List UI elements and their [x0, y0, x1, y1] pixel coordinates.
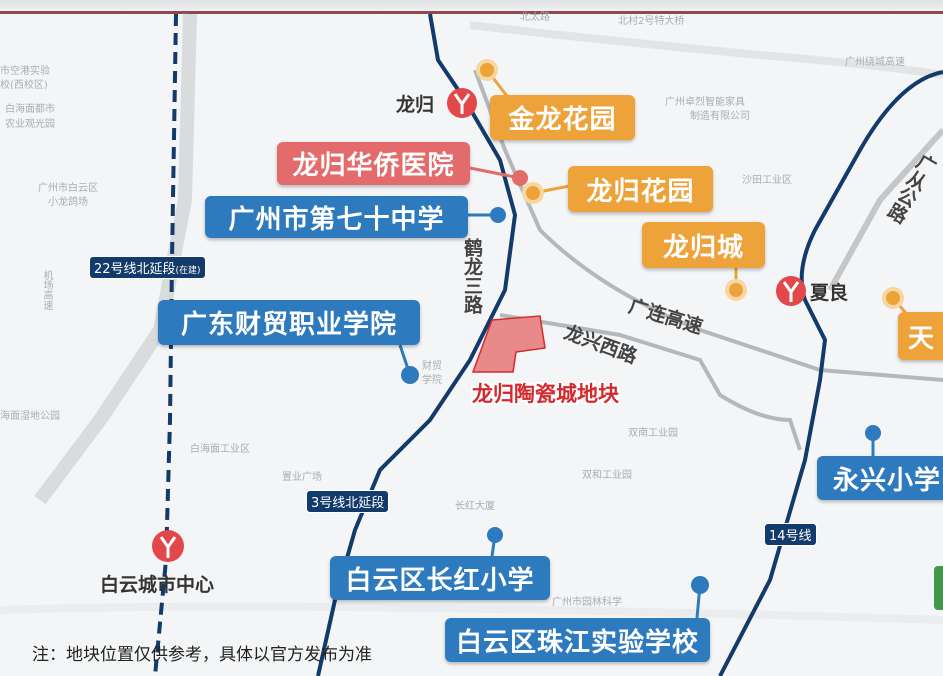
line-badge: 22号线北延段(在建) — [89, 256, 206, 279]
poi-label: 农业观光园 — [5, 119, 55, 130]
poi-label: 长红大厦 — [455, 501, 495, 512]
residential-pin-icon — [522, 182, 544, 204]
line-22-extension — [153, 13, 178, 676]
road-lower — [0, 602, 943, 624]
line-badge: 3号线北延段 — [306, 490, 390, 513]
hospital-pin-icon — [512, 170, 528, 186]
line-badge: 14号线 — [764, 523, 817, 546]
line-14 — [718, 70, 943, 676]
poi-label: 广州绕城高速 — [845, 57, 905, 68]
poi-label: 北太路 — [520, 12, 550, 23]
poi-label: 校(西校区) — [0, 80, 48, 91]
residential-tag[interactable]: 龙归城 — [642, 222, 765, 268]
residential-pin-icon — [882, 287, 904, 309]
poi-label: 沙田工业区 — [742, 175, 792, 186]
poi-label: 制造有限公司 — [690, 111, 750, 122]
school-tag[interactable]: 白云区珠江实验学校 — [445, 618, 710, 662]
poi-label: 双和工业园 — [582, 470, 632, 481]
poi-label: 学院 — [422, 375, 442, 386]
poi-label: 机场高速 — [41, 270, 52, 310]
pin-line — [469, 166, 521, 180]
poi-label: 置业广场 — [282, 472, 322, 483]
residential-tag[interactable]: 金龙花园 — [490, 95, 635, 140]
line-status: (在建) — [175, 266, 201, 276]
school-tag[interactable]: 广东财贸职业学院 — [158, 300, 420, 345]
poi-label: 财贸 — [422, 361, 442, 372]
residential-tag[interactable]: 天 — [898, 312, 943, 360]
top-bar — [0, 0, 943, 11]
school-tag[interactable]: 永兴小学 — [817, 456, 943, 500]
residential-pin-icon — [725, 279, 747, 301]
poi-label: 小龙鸽场 — [48, 197, 88, 208]
road-longxing — [499, 313, 802, 451]
school-pin-icon — [487, 527, 503, 543]
poi-label: 市空港实验 — [0, 66, 50, 77]
plot-label: 龙归陶瓷城地块 — [472, 382, 619, 406]
school-pin-icon — [490, 207, 506, 223]
poi-label: 海面湿地公园 — [0, 411, 60, 422]
green-tag — [934, 566, 943, 610]
school-pin-icon — [865, 425, 881, 441]
poi-label: 白海面工业区 — [190, 444, 250, 455]
school-tag[interactable]: 广州市第七十中学 — [205, 196, 468, 238]
metro-station-name: 龙归 — [396, 94, 435, 116]
school-tag[interactable]: 白云区长红小学 — [330, 556, 550, 600]
road-label: 鹤龙三路 — [461, 238, 483, 314]
poi-label: 广州市白云区 — [38, 183, 98, 194]
metro-icon — [152, 530, 184, 562]
poi-label: 北村2号特大桥 — [618, 16, 685, 27]
metro-icon — [776, 276, 806, 306]
poi-label: 广州卓烈智能家具 — [665, 97, 745, 108]
ring-expressway — [469, 21, 943, 79]
top-divider — [0, 11, 943, 14]
line-name: 22号线北延段 — [94, 262, 176, 277]
school-pin-icon — [691, 576, 709, 594]
poi-label: 双南工业园 — [628, 428, 678, 439]
school-pin-icon — [401, 366, 419, 384]
plot-area — [471, 315, 546, 373]
poi-label: 广州市园林科学 — [552, 597, 622, 608]
road-guangcong — [827, 127, 943, 292]
residential-tag[interactable]: 龙归花园 — [568, 166, 713, 212]
disclaimer-note: 注：地块位置仅供参考，具体以官方发布为准 — [32, 645, 372, 665]
hospital-tag[interactable]: 龙归华侨医院 — [277, 142, 470, 185]
metro-icon — [447, 88, 477, 118]
road-guanglian — [473, 69, 943, 382]
metro-station-name: 夏良 — [810, 282, 849, 304]
metro-station-name: 白云城市中心 — [100, 574, 215, 596]
pin-dots — [401, 59, 904, 594]
poi-label: 白海面都市 — [5, 104, 55, 115]
residential-pin-icon — [476, 59, 498, 81]
